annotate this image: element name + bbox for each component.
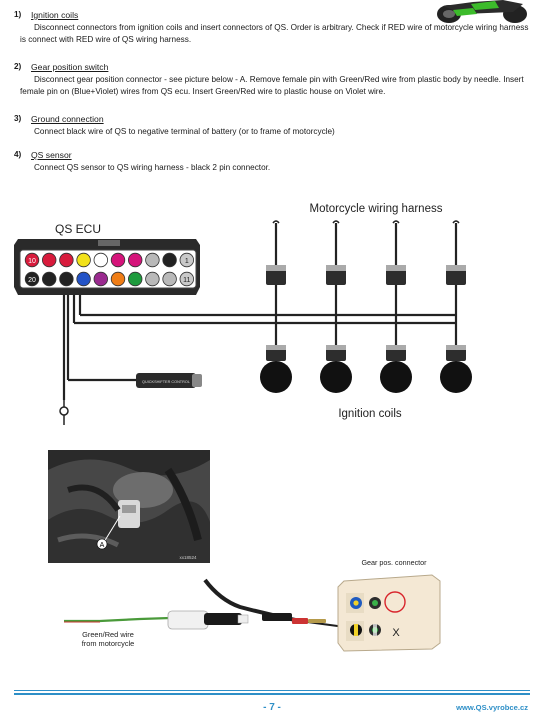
motorcycle-image [437, 0, 527, 23]
ecu-pins-top: 10 1 [24, 252, 195, 268]
ecu-pin-number: 11 [183, 277, 190, 284]
connector-label: Gear pos. connector [361, 558, 427, 567]
ecu-pin [110, 252, 126, 268]
ecu-pin [93, 252, 109, 268]
ecu-pin [179, 271, 195, 287]
page-number: - 7 - [263, 702, 281, 713]
ecu-pin [162, 252, 177, 268]
ecu-label: QS ECU [55, 222, 101, 236]
engine-photo: A xx18524 [48, 450, 210, 563]
ecu-pin-number: 20 [28, 277, 36, 284]
section-body: Connect black wire of QS to negative ter… [34, 127, 335, 136]
ecu-pin [59, 271, 74, 287]
wire-end [272, 220, 280, 224]
section-number: 4) [14, 150, 22, 159]
section-gear-position-switch: 2) Gear position switch Disconnect gear … [14, 61, 534, 97]
connector-latch [266, 265, 286, 271]
section-title: Ground connection [31, 114, 104, 124]
section-ignition-coils: 1) Ignition coils Disconnect connectors … [14, 9, 534, 44]
ignition-coil [440, 361, 472, 393]
section-body: Disconnect connectors from ignition coil… [20, 23, 529, 44]
marker-a: A [100, 542, 105, 549]
connector-latch [386, 345, 406, 350]
section-body: Disconnect gear position connector - see… [20, 75, 524, 96]
section-number: 1) [14, 10, 22, 19]
connector-latch [326, 345, 346, 350]
section-number: 2) [14, 62, 22, 71]
ecu-pin [127, 271, 143, 287]
ecu-pin [93, 271, 109, 287]
ignition-coil [320, 361, 352, 393]
ecu-pin [24, 252, 40, 268]
ecu-pin [76, 271, 91, 287]
footer-rule-top [14, 690, 530, 691]
wire-end [392, 220, 400, 224]
section-title: Gear position switch [31, 62, 109, 72]
section-qs-sensor: 4) QS sensor Connect QS sensor to QS wir… [14, 149, 534, 173]
sensor-label: QUICKSHIFTER CONTROL [142, 380, 190, 384]
section-body: Connect QS sensor to QS wiring harness -… [34, 163, 271, 172]
ecu-pin [76, 252, 91, 268]
ecu-pin [59, 252, 74, 268]
gear-pos-connector: X [337, 574, 441, 652]
section-number: 3) [14, 114, 22, 123]
wire-label-line1: Green/Red wire [82, 630, 134, 639]
photo-caption: xx18524 [179, 555, 197, 560]
harness-wires [62, 295, 456, 400]
ecu-pin [145, 271, 160, 287]
ecu-pin [162, 271, 177, 287]
ecu-pin [42, 271, 57, 287]
coils-label: Ignition coils [338, 408, 402, 420]
harness-label: Motorcycle wiring harness [310, 203, 443, 215]
x-mark: X [392, 627, 400, 639]
wire-end [452, 220, 460, 224]
wire-label-line2: from motorcycle [82, 639, 135, 648]
ecu-pin [145, 252, 160, 268]
connector-photo: Gear pos. connector X Green/Red wire fro… [64, 558, 441, 652]
ecu-pin-number: 1 [185, 258, 189, 265]
ecu-pin [42, 252, 57, 268]
ignition-coil [380, 361, 412, 393]
ground-terminal [59, 400, 69, 425]
qs-sensor: QUICKSHIFTER CONTROL [136, 373, 202, 388]
ecu-pin [179, 252, 195, 268]
wire-end [332, 220, 340, 224]
section-title: Ignition coils [31, 10, 79, 20]
ecu-pin [24, 271, 40, 287]
section-ground-connection: 3) Ground connection Connect black wire … [14, 113, 534, 137]
connector-latch [446, 265, 466, 271]
section-title: QS sensor [31, 150, 72, 160]
connector-latch [386, 265, 406, 271]
ignition-coil-group [260, 220, 472, 393]
footer-url[interactable]: www.QS.vyrobce.cz [456, 703, 528, 712]
ignition-coil [260, 361, 292, 393]
footer-rule-bottom [14, 693, 530, 695]
ecu-pin [127, 252, 143, 268]
ecu-pin-number: 10 [28, 258, 36, 265]
connector-latch [266, 345, 286, 350]
connector-latch [446, 345, 466, 350]
connector-latch [326, 265, 346, 271]
ecu-pin [110, 271, 126, 287]
